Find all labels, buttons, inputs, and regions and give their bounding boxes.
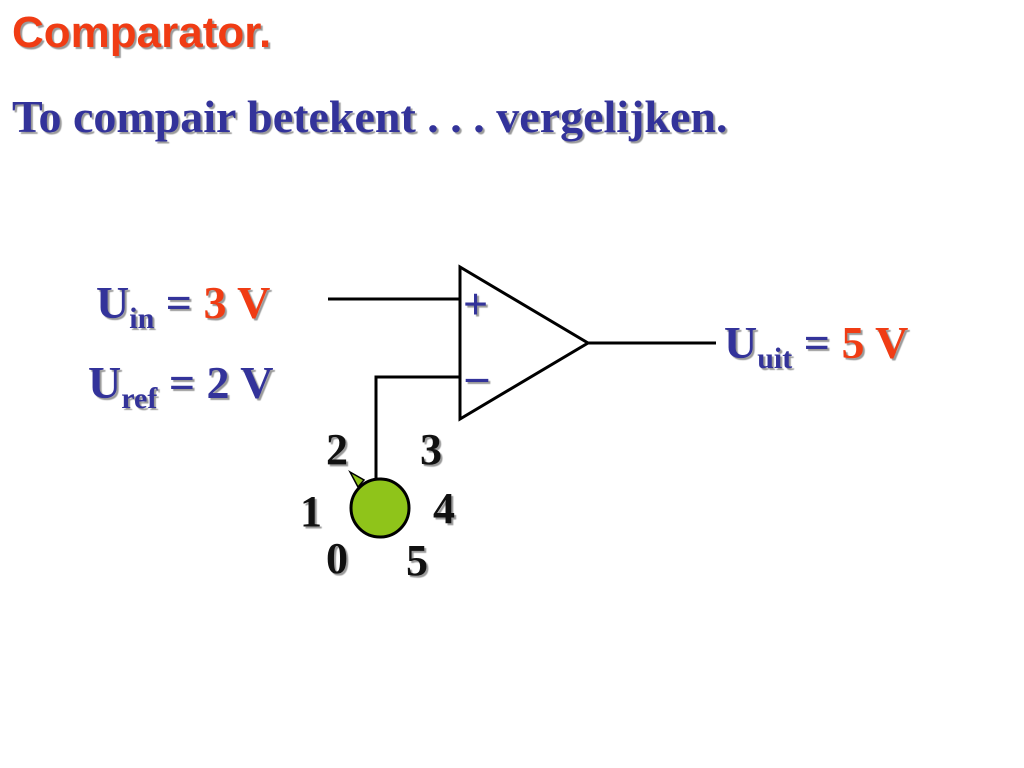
dial-position-4: 4 [433,484,455,533]
reference-wire [374,375,460,483]
uref-label: Uref = 2 V [88,357,274,414]
uref-symbol: U [88,357,122,408]
dial-position-1: 1 [300,487,322,536]
uin-label: Uin = 3 V [96,277,271,334]
uuit-value: 5 V [841,317,909,368]
uin-value: 3 V [203,277,271,328]
uuit-symbol: U [724,317,758,368]
slide-subtitle: To compair betekent . . . vergelijken. [12,91,728,142]
dial-knob[interactable] [349,477,411,539]
opamp-plus-sign: + [463,280,489,329]
uref-value: 2 V [206,357,274,408]
uref-subscript: ref [121,382,158,415]
uref-equals: = [157,357,207,408]
opamp-minus-sign: – [466,352,488,401]
dial-position-2: 2 [326,425,348,474]
uin-subscript: in [129,302,155,335]
uin-equals: = [154,277,204,328]
dial-pointer-icon [348,470,366,489]
dial-position-5: 5 [406,536,428,585]
uin-symbol: U [96,277,130,328]
uuit-equals: = [792,317,842,368]
uuit-subscript: uit [757,342,793,375]
dial-position-0: 0 [326,534,348,583]
uuit-label: Uuit = 5 V [724,317,909,374]
slide-title: Comparator. [12,8,272,57]
opamp-triangle [458,264,591,422]
dial-position-3: 3 [420,425,442,474]
